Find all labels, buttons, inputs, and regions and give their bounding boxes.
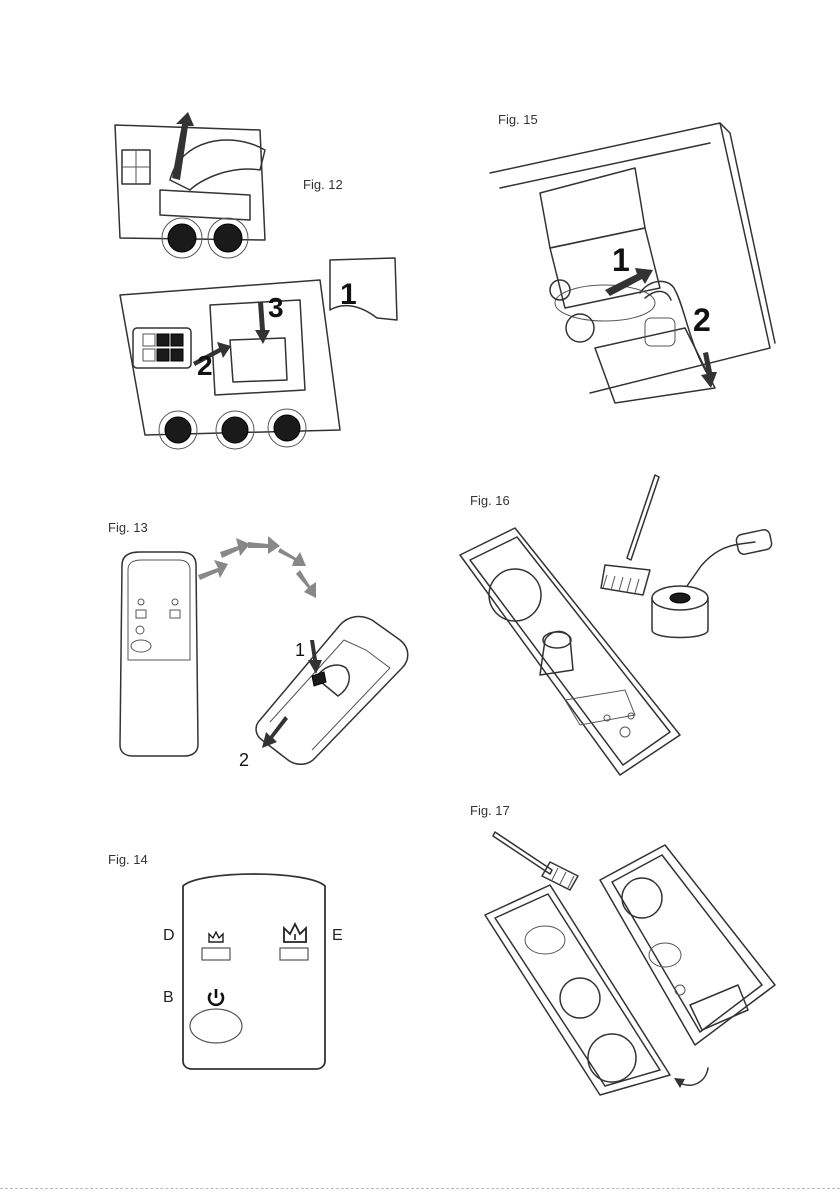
page-bottom-rule — [0, 1188, 840, 1189]
fig16-drawing — [455, 470, 790, 780]
fig15-step-2: 2 — [693, 302, 711, 339]
fig13-drawing — [110, 530, 420, 770]
fig12-step-2: 2 — [197, 350, 213, 382]
fig16-illustration — [455, 470, 790, 780]
fig14-drawing — [180, 866, 328, 1071]
fig14-caption: Fig. 14 — [108, 852, 148, 867]
fig12-bottom-drawing — [115, 250, 405, 450]
fig12-top-illustration — [110, 110, 280, 260]
fig15-drawing — [485, 118, 775, 403]
fig14-label-d: D — [163, 927, 175, 945]
fig13-illustration — [110, 530, 420, 770]
fig13-step-2: 2 — [239, 750, 249, 771]
fig17-illustration — [480, 820, 790, 1100]
fig14-remote-panel — [180, 866, 328, 1071]
fig12-bottom-illustration — [115, 250, 405, 450]
high-mist-crown-large-icon — [282, 922, 308, 944]
fig17-caption: Fig. 17 — [470, 803, 510, 818]
fig17-drawing — [480, 820, 790, 1100]
fig12-top-drawing — [110, 110, 280, 260]
fig13-step-1: 1 — [295, 640, 305, 661]
fig14-label-b: B — [163, 989, 174, 1007]
fig15-illustration — [485, 118, 775, 403]
fig14-label-e: E — [332, 927, 343, 945]
low-mist-crown-small-icon — [207, 930, 225, 944]
fig12-caption: Fig. 12 — [303, 177, 343, 192]
fig15-step-1: 1 — [612, 242, 630, 279]
fig12-step-3: 3 — [268, 292, 284, 324]
fig12-step-1: 1 — [340, 278, 357, 312]
power-icon — [205, 987, 227, 1009]
